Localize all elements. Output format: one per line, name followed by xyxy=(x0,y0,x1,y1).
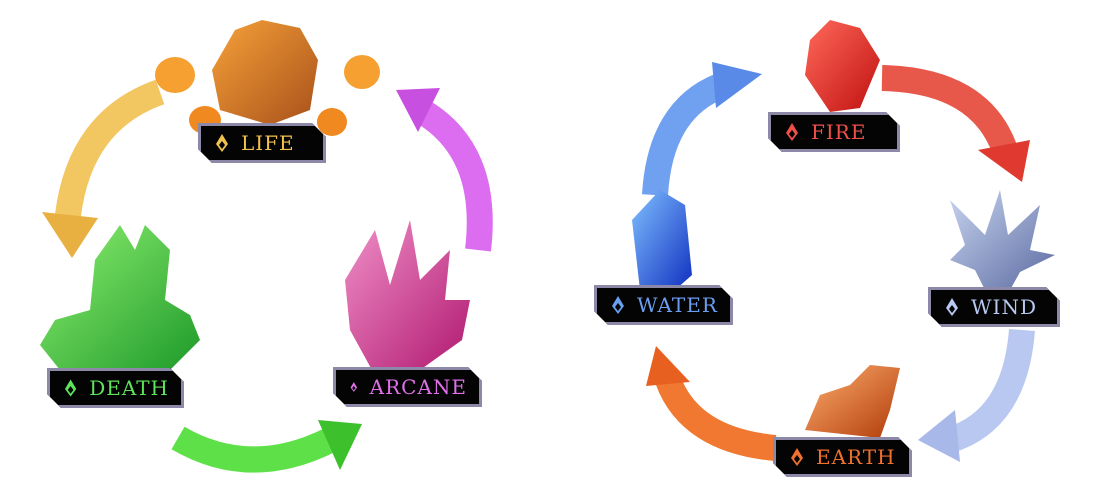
water-label-text: WATER xyxy=(637,293,718,317)
wind-label: WIND xyxy=(928,287,1060,327)
water-label: WATER xyxy=(594,285,733,325)
death-crystal-icon xyxy=(40,225,200,370)
life-crystal-icon xyxy=(155,20,380,136)
life-label: LIFE xyxy=(198,123,326,163)
arrow-earth-to-water xyxy=(646,346,777,461)
diamond-gem-icon xyxy=(64,378,77,398)
wind-label-text: WIND xyxy=(971,295,1037,319)
death-label: DEATH xyxy=(47,368,184,408)
fire-crystal-icon xyxy=(805,20,880,112)
arrow-arcane-to-life xyxy=(396,88,493,252)
arrow-wind-to-earth xyxy=(918,328,1035,462)
wind-crystal-icon xyxy=(950,190,1055,290)
diamond-gem-icon xyxy=(611,295,625,315)
death-label-text: DEATH xyxy=(89,376,169,400)
fire-label: FIRE xyxy=(768,112,900,152)
arrow-fire-to-wind xyxy=(881,65,1030,182)
earth-crystal-icon xyxy=(805,365,900,438)
earth-label-text: EARTH xyxy=(816,445,896,469)
diamond-gem-icon xyxy=(790,447,804,467)
arrow-death-to-arcane xyxy=(171,420,362,473)
fire-label-text: FIRE xyxy=(811,120,867,144)
diamond-gem-icon xyxy=(215,133,229,153)
water-crystal-icon xyxy=(632,190,692,290)
life-label-text: LIFE xyxy=(241,131,295,155)
diamond-gem-icon xyxy=(350,377,358,397)
arcane-crystal-icon xyxy=(345,220,470,370)
arcane-label: ARCANE xyxy=(333,367,482,407)
diamond-gem-icon xyxy=(945,297,959,317)
earth-label: EARTH xyxy=(773,437,912,477)
arcane-label-text: ARCANE xyxy=(369,375,467,399)
arrow-water-to-fire xyxy=(642,62,762,196)
arrow-life-to-death xyxy=(42,79,165,258)
diamond-gem-icon xyxy=(785,122,799,142)
